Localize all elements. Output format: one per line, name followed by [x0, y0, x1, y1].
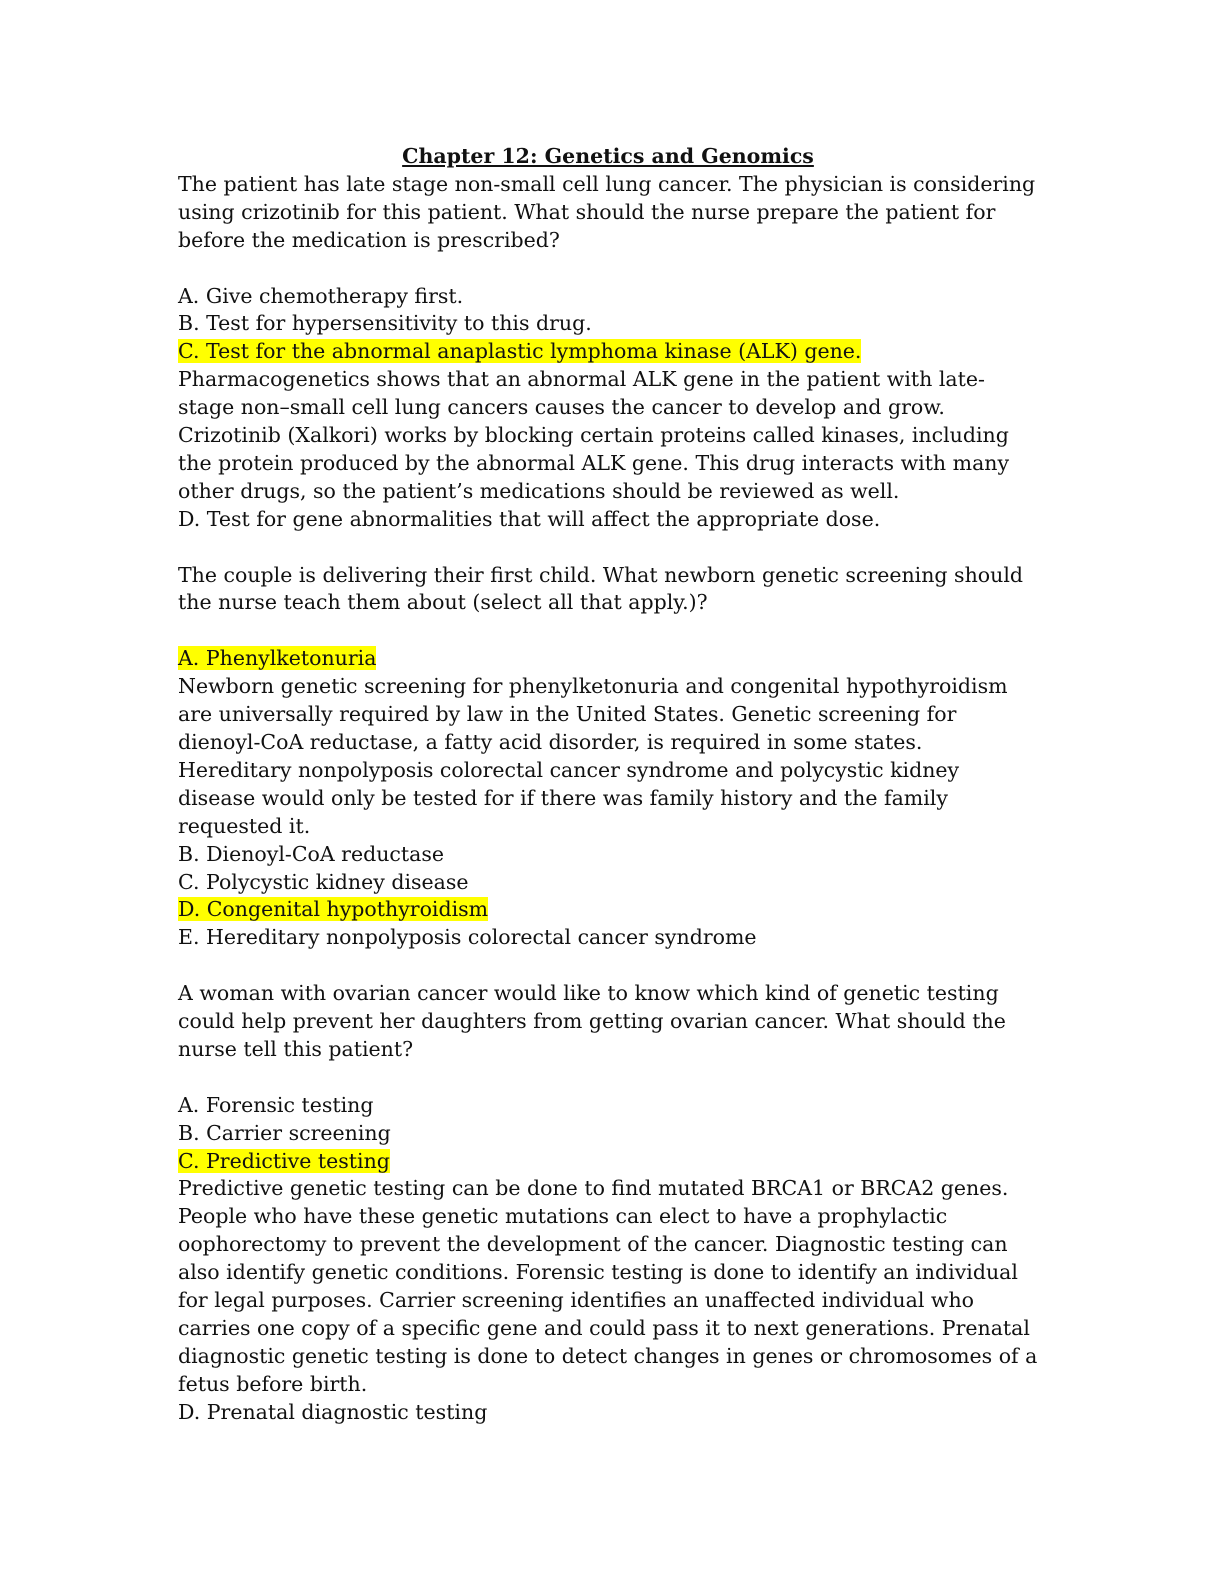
- question-2-option-a-correct: A. Phenylketonuria: [178, 645, 1038, 673]
- spacer: [178, 952, 1038, 980]
- spacer: [178, 255, 1038, 283]
- document-page: Chapter 12: Genetics and Genomics The pa…: [178, 143, 1038, 1427]
- answer-highlight: C. Test for the abnormal anaplastic lymp…: [178, 339, 862, 364]
- question-1-option-b: B. Test for hypersensitivity to this dru…: [178, 311, 592, 336]
- question-1-option-d: D. Test for gene abnormalities that will…: [178, 506, 881, 531]
- answer-highlight: D. Congenital hypothyroidism: [178, 897, 489, 922]
- spacer: [178, 534, 1038, 562]
- question-2-option-b: B. Dienoyl-CoA reductase: [178, 841, 445, 866]
- question-2-stem: The couple is delivering their first chi…: [178, 562, 1024, 615]
- question-3-option-c-correct: C. Predictive testing: [178, 1148, 1038, 1176]
- question-3-stem: A woman with ovarian cancer would like t…: [178, 981, 1006, 1061]
- question-1-rationale: Pharmacogenetics shows that an abnormal …: [178, 367, 1010, 503]
- spacer: [178, 617, 1038, 645]
- question-1: The patient has late stage non-small cel…: [178, 171, 1038, 534]
- question-3: A woman with ovarian cancer would like t…: [178, 980, 1038, 1426]
- question-2-rationale: Newborn genetic screening for phenylketo…: [178, 674, 1008, 838]
- question-2-option-c: C. Polycystic kidney disease: [178, 869, 469, 894]
- question-3-option-b: B. Carrier screening: [178, 1120, 391, 1145]
- question-2-option-d-correct: D. Congenital hypothyroidism: [178, 896, 1038, 924]
- question-1-stem: The patient has late stage non-small cel…: [178, 171, 1036, 252]
- question-1-option-a: A. Give chemotherapy first.: [178, 283, 464, 308]
- question-2-option-e: E. Hereditary nonpolyposis colorectal ca…: [178, 925, 757, 950]
- question-1-option-c-correct: C. Test for the abnormal anaplastic lymp…: [178, 338, 1038, 366]
- question-3-option-a: A. Forensic testing: [178, 1092, 374, 1117]
- chapter-title: Chapter 12: Genetics and Genomics: [402, 144, 814, 168]
- answer-highlight: C. Predictive testing: [178, 1148, 390, 1173]
- spacer: [178, 1064, 1038, 1092]
- question-3-option-d: D. Prenatal diagnostic testing: [178, 1399, 488, 1424]
- question-2: The couple is delivering their first chi…: [178, 562, 1038, 953]
- answer-highlight: A. Phenylketonuria: [178, 646, 377, 671]
- question-3-rationale: Predictive genetic testing can be done t…: [178, 1176, 1038, 1396]
